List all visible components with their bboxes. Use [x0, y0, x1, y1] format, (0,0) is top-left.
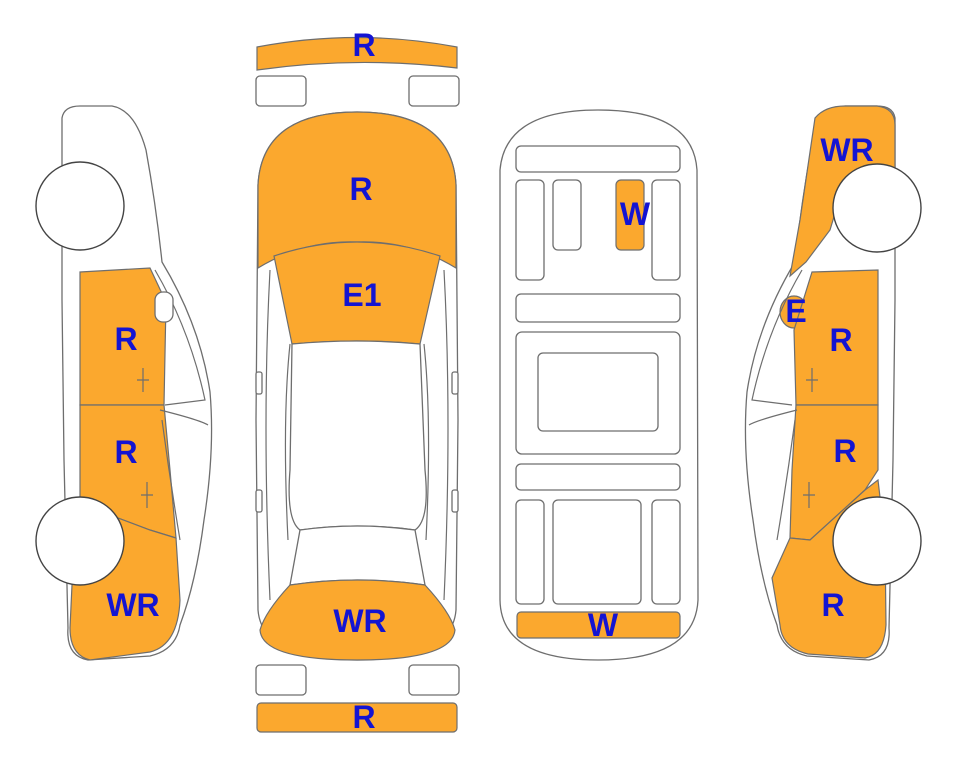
floor-rear-crossmember [515, 463, 681, 491]
top-left-handle [255, 489, 263, 513]
rear-bumper-label: R [352, 699, 375, 735]
rear-glass-line [289, 525, 426, 586]
right-mirror-label: E [785, 293, 806, 329]
left-rear-quarter-label: WR [106, 587, 159, 623]
right-rear-quarter-label: R [821, 587, 844, 623]
left-rear-door-label: R [114, 434, 137, 470]
windshield-label: E1 [342, 277, 381, 313]
floor-front-left-label: W [620, 196, 651, 232]
right-front-handle-icon [806, 368, 818, 392]
floor-front-left-panel[interactable] [615, 179, 645, 251]
left-rear-wheel [35, 496, 125, 586]
floor-rear-left-rail [515, 499, 545, 605]
right-side-window-line [751, 269, 803, 406]
left-side-view: R R WR [35, 105, 213, 661]
left-rear-handle-icon [141, 482, 153, 508]
left-side-window-line [154, 269, 206, 406]
rear-left-light [255, 664, 307, 696]
front-bumper-label: R [352, 27, 375, 63]
front-bumper-panel[interactable] [256, 36, 458, 71]
right-rear-door-label: R [833, 433, 856, 469]
floor-front-crossmember [515, 145, 681, 173]
left-side-pillar-line [159, 409, 209, 541]
floor-front-right-rail [651, 179, 681, 281]
rear-window-label: WR [333, 603, 386, 639]
floor-front-inner-left [552, 179, 582, 251]
top-left-side-line [265, 269, 291, 601]
hood-label: R [349, 171, 372, 207]
right-side-view: WR E R R R [744, 105, 922, 661]
left-front-door-panel[interactable] [79, 267, 167, 406]
floor-view: W W [499, 109, 699, 661]
floor-rear-right-rail [651, 499, 681, 605]
left-mirror [154, 291, 174, 323]
floor-rear-panel[interactable] [516, 611, 681, 639]
left-front-handle-icon [137, 368, 149, 392]
top-right-handle [451, 489, 459, 513]
right-rear-handle-icon [803, 482, 815, 508]
roof-panel [288, 340, 427, 531]
front-right-light [408, 75, 460, 107]
floor-front-left-rail [515, 179, 545, 281]
right-rear-wheel [832, 496, 922, 586]
right-front-wheel [832, 163, 922, 253]
rear-bumper-panel[interactable] [256, 702, 458, 733]
left-front-door-label: R [114, 321, 137, 357]
top-view: R R E1 WR R [255, 27, 460, 735]
front-left-light [255, 75, 307, 107]
top-right-side-line [423, 269, 449, 601]
top-right-mirror [451, 371, 459, 395]
floor-rear-label: W [588, 607, 619, 643]
right-side-pillar-line [748, 409, 798, 541]
rear-window-panel[interactable] [259, 579, 456, 661]
right-front-fender-label: WR [820, 132, 873, 168]
floor-trunk-pan [552, 499, 642, 605]
top-left-mirror [255, 371, 263, 395]
floor-middle-crossmember [515, 293, 681, 323]
floor-center-pan [537, 352, 659, 432]
rear-right-light [408, 664, 460, 696]
right-front-door-label: R [829, 322, 852, 358]
left-front-wheel [35, 161, 125, 251]
